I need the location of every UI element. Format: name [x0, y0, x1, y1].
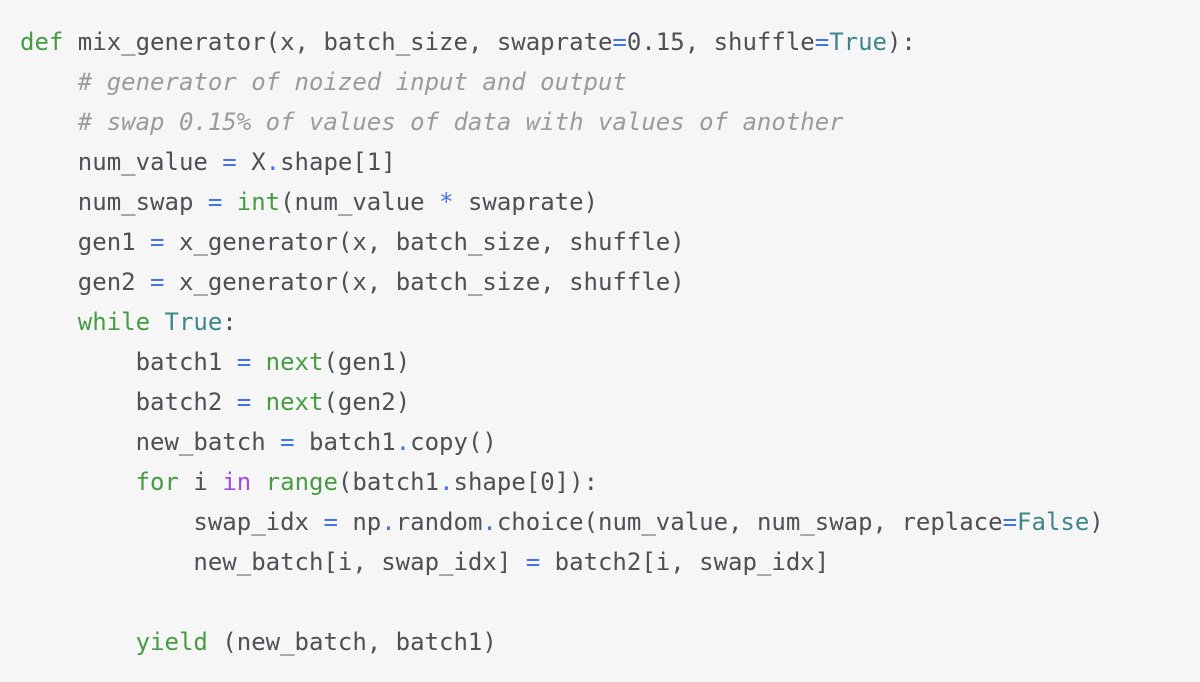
- code-token-p: batch1: [294, 428, 396, 456]
- code-token-p: x_generator(x, batch_size, shuffle): [164, 228, 685, 256]
- code-token-p: swaprate): [453, 188, 599, 216]
- code-token-p: random: [395, 508, 483, 536]
- code-token-p: shape[1]: [280, 148, 396, 176]
- code-line: # generator of noized input and output: [20, 62, 1190, 102]
- code-token-p: [251, 348, 265, 376]
- code-token-op: .: [265, 148, 281, 176]
- code-line: for i in range(batch1.shape[0]):: [20, 462, 1190, 502]
- code-token-p: (num_value: [280, 188, 440, 216]
- code-token-p: shape[0]):: [453, 468, 599, 496]
- code-token-op: .: [395, 428, 411, 456]
- code-token-p: copy(): [410, 428, 497, 456]
- code-token-com: # swap 0.15% of values of data with valu…: [77, 108, 844, 136]
- code-token-kw: int: [236, 188, 281, 216]
- code-token-p: [20, 308, 78, 336]
- code-line: gen1 = x_generator(x, batch_size, shuffl…: [20, 222, 1190, 262]
- code-line: batch2 = next(gen2): [20, 382, 1190, 422]
- code-token-kw: while: [77, 308, 151, 336]
- code-line: while True:: [20, 302, 1190, 342]
- code-token-p: gen2: [20, 268, 151, 296]
- code-token-p: new_batch: [20, 428, 281, 456]
- code-token-p: [150, 308, 164, 336]
- code-token-p: new_batch[i, swap_idx]: [20, 548, 526, 576]
- code-token-p: batch2: [20, 388, 237, 416]
- code-token-op: =: [525, 548, 541, 576]
- code-token-p: (gen1): [323, 348, 411, 376]
- code-token-op: .: [381, 508, 396, 536]
- code-token-p: batch2[i, swap_idx]: [540, 548, 830, 576]
- code-token-p: [20, 628, 136, 656]
- code-token-p: (new_batch, batch1): [207, 628, 497, 656]
- code-line: gen2 = x_generator(x, batch_size, shuffl…: [20, 262, 1190, 302]
- code-token-op: =: [222, 148, 237, 176]
- code-token-op: =: [323, 508, 338, 536]
- code-token-op: .: [439, 468, 454, 496]
- code-token-p: :: [222, 308, 237, 336]
- code-token-kw2: in: [222, 468, 252, 496]
- code-line: swap_idx = np.random.choice(num_value, n…: [20, 502, 1190, 542]
- code-token-p: (gen2): [323, 388, 411, 416]
- code-token-kw: next: [265, 388, 324, 416]
- code-token-kw: for: [135, 468, 179, 496]
- code-line: num_swap = int(num_value * swaprate): [20, 182, 1190, 222]
- code-token-p: i: [178, 468, 223, 496]
- code-token-p: ): [1089, 508, 1104, 536]
- code-token-bool: False: [1017, 508, 1090, 536]
- code-line: new_batch = batch1.copy(): [20, 422, 1190, 462]
- code-token-op: =: [236, 388, 252, 416]
- code-token-op: =: [280, 428, 295, 456]
- code-token-p: ):: [886, 28, 916, 56]
- code-token-op: .: [482, 508, 497, 536]
- code-token-p: [20, 108, 78, 136]
- code-token-p: mix_generator(x, batch_size, swaprate: [63, 28, 613, 56]
- code-token-kw: def: [20, 28, 64, 56]
- code-token-op: =: [150, 228, 165, 256]
- code-token-op: *: [439, 188, 454, 216]
- code-token-op: =: [236, 348, 252, 376]
- code-token-bool: True: [164, 308, 223, 336]
- code-token-kw: next: [265, 348, 324, 376]
- code-token-p: [251, 468, 265, 496]
- code-token-p: [251, 388, 265, 416]
- code-line: # swap 0.15% of values of data with valu…: [20, 102, 1190, 142]
- code-token-op: =: [612, 28, 627, 56]
- code-token-p: [222, 188, 236, 216]
- code-token-p: [20, 68, 78, 96]
- code-token-op: =: [150, 268, 165, 296]
- code-line: [20, 582, 1190, 622]
- code-token-p: swap_idx: [20, 508, 324, 536]
- code-token-p: batch1: [20, 348, 237, 376]
- code-token-p: num_value: [20, 148, 223, 176]
- code-line: yield (new_batch, batch1): [20, 622, 1190, 662]
- code-token-bool: True: [829, 28, 887, 56]
- code-token-p: num_swap: [20, 188, 208, 216]
- code-token-kw: yield: [135, 628, 208, 656]
- code-token-p: x_generator(x, batch_size, shuffle): [164, 268, 685, 296]
- code-token-op: =: [814, 28, 830, 56]
- code-token-com: # generator of noized input and output: [77, 68, 627, 96]
- code-line: new_batch[i, swap_idx] = batch2[i, swap_…: [20, 542, 1190, 582]
- code-token-p: 0.15, shuffle: [626, 28, 815, 56]
- code-token-p: X: [236, 148, 266, 176]
- code-token-p: gen1: [20, 228, 151, 256]
- code-token-op: =: [1002, 508, 1018, 536]
- code-token-p: np: [337, 508, 382, 536]
- code-line: def mix_generator(x, batch_size, swaprat…: [20, 22, 1190, 62]
- code-line: num_value = X.shape[1]: [20, 142, 1190, 182]
- code-token-op: =: [207, 188, 223, 216]
- code-line: batch1 = next(gen1): [20, 342, 1190, 382]
- code-token-p: [20, 468, 136, 496]
- code-token-kw: range: [265, 468, 338, 496]
- code-token-p: (batch1: [337, 468, 440, 496]
- code-token-p: choice(num_value, num_swap, replace: [496, 508, 1003, 536]
